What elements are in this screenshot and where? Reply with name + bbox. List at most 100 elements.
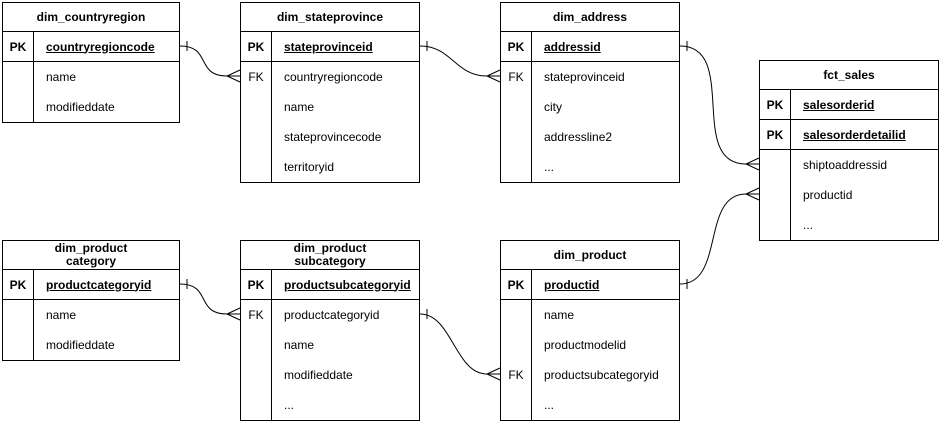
column-name: salesorderdetailid [803, 127, 906, 142]
key-label: PK [241, 32, 272, 61]
key-label: PK [760, 120, 791, 149]
connector-line[interactable] [179, 283, 228, 315]
column-name: territoryid [284, 160, 335, 174]
column-row-name[interactable]: name [3, 62, 179, 92]
column-row-territoryid[interactable]: territoryid [241, 152, 419, 182]
column-row-ellipsis[interactable]: ... [760, 210, 938, 240]
column-name: shiptoaddressid [803, 158, 888, 172]
column-row-stateprovinceid[interactable]: PK stateprovinceid [241, 32, 419, 62]
key-label: FK [241, 300, 272, 330]
column-row-productmodelid[interactable]: productmodelid [501, 330, 679, 360]
column-row-modifieddate[interactable]: modifieddate [3, 330, 179, 360]
table-title: dim_product category [3, 241, 179, 270]
key-label [241, 390, 272, 420]
key-label [3, 62, 34, 92]
column-row-name[interactable]: name [3, 300, 179, 330]
column-name: addressline2 [544, 130, 613, 144]
column-row-modifieddate[interactable]: modifieddate [3, 92, 179, 122]
table-title: dim_stateprovince [241, 3, 419, 32]
connector-line[interactable] [679, 45, 747, 165]
column-row-ellipsis[interactable]: ... [241, 390, 419, 420]
many-marker [225, 69, 241, 83]
column-name: stateprovincecode [284, 130, 382, 144]
column-name: name [284, 338, 315, 352]
column-name: stateprovinceid [544, 70, 625, 84]
column-name: stateprovinceid [284, 39, 373, 54]
table-title: dim_product [501, 241, 679, 270]
column-row-name[interactable]: name [241, 330, 419, 360]
table-title: dim_address [501, 3, 679, 32]
key-label: PK [241, 270, 272, 299]
column-name: productcategoryid [46, 277, 152, 292]
connector-category-to-subcategory[interactable] [179, 279, 241, 321]
column-row-name[interactable]: name [501, 300, 679, 330]
key-label [241, 360, 272, 390]
connector-line[interactable] [179, 45, 228, 77]
column-row-shiptoaddressid[interactable]: shiptoaddressid [760, 150, 938, 180]
column-name: name [46, 308, 77, 322]
key-label [501, 300, 532, 330]
key-label: PK [760, 90, 791, 119]
key-label [760, 150, 791, 180]
column-name: ... [284, 398, 295, 412]
connector-line[interactable] [679, 193, 747, 285]
key-label [3, 330, 34, 360]
key-label [241, 152, 272, 182]
column-name: modifieddate [284, 368, 353, 382]
key-label [501, 122, 532, 152]
column-name: name [544, 308, 575, 322]
key-label [501, 330, 532, 360]
table-title: dim_countryregion [3, 3, 179, 32]
key-label [760, 210, 791, 240]
column-row-stateprovincecode[interactable]: stateprovincecode [241, 122, 419, 152]
column-row-addressline2[interactable]: addressline2 [501, 122, 679, 152]
connector-product-to-fctsales[interactable] [679, 187, 760, 289]
key-label: FK [241, 62, 272, 92]
column-row-city[interactable]: city [501, 92, 679, 122]
key-label: PK [501, 32, 532, 61]
connector-address-to-fctsales[interactable] [679, 41, 760, 171]
connector-countryregion-to-stateprovince[interactable] [179, 41, 241, 83]
many-marker [744, 157, 760, 171]
column-row-productcategoryid[interactable]: PK productcategoryid [3, 270, 179, 300]
connector-line[interactable] [419, 313, 488, 375]
column-row-ellipsis[interactable]: ... [501, 152, 679, 182]
column-name: city [544, 100, 562, 114]
column-row-stateprovinceid[interactable]: FK stateprovinceid [501, 62, 679, 92]
many-marker [744, 187, 760, 201]
column-row-modifieddate[interactable]: modifieddate [241, 360, 419, 390]
key-label: PK [3, 270, 34, 299]
column-name: addressid [544, 39, 601, 54]
column-name: modifieddate [46, 100, 115, 114]
connector-stateprovince-to-address[interactable] [419, 41, 501, 83]
key-label: FK [501, 62, 532, 92]
connector-subcategory-to-product[interactable] [419, 309, 501, 381]
column-name: name [46, 70, 77, 84]
key-label [501, 152, 532, 182]
key-label [241, 122, 272, 152]
connector-line[interactable] [419, 45, 488, 77]
column-name: ... [544, 160, 555, 174]
column-row-salesorderdetailid[interactable]: PK salesorderdetailid [760, 120, 938, 150]
key-label [241, 330, 272, 360]
column-row-ellipsis[interactable]: ... [501, 390, 679, 420]
column-row-productid[interactable]: productid [760, 180, 938, 210]
column-row-name[interactable]: name [241, 92, 419, 122]
column-row-addressid[interactable]: PK addressid [501, 32, 679, 62]
